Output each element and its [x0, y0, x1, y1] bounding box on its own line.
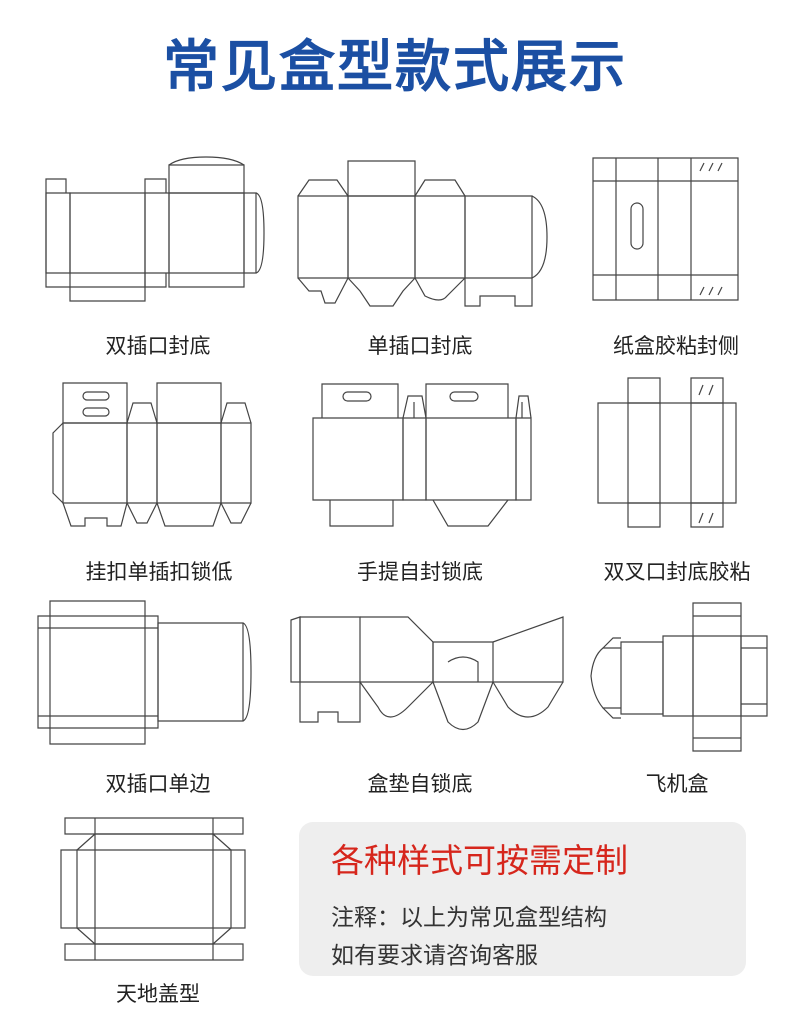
note-headline: 各种样式可按需定制	[331, 841, 628, 880]
box-diagram-double-tuck-bottom	[40, 155, 265, 310]
box-label: 手提自封锁底	[357, 560, 483, 584]
note-line-2: 如有要求请咨询客服	[331, 943, 538, 969]
custom-note-panel: 各种样式可按需定制 注释：以上为常见盒型结构 如有要求请咨询客服	[299, 822, 746, 976]
box-label: 盒垫自锁底	[367, 772, 473, 796]
box-diagram-hang-tab-lock-bottom	[45, 378, 260, 530]
note-line-1: 注释：以上为常见盒型结构	[331, 905, 607, 931]
box-label: 天地盖型	[116, 982, 200, 1006]
box-label: 双叉口封底胶粘	[603, 560, 751, 584]
box-label: 单插口封底	[367, 334, 473, 358]
box-diagram-lid-and-base	[55, 812, 250, 972]
box-label: 双插口封底	[105, 334, 211, 358]
box-label: 双插口单边	[105, 772, 211, 796]
box-diagram-double-fork-glued	[595, 375, 740, 530]
box-label: 纸盒胶粘封侧	[613, 334, 739, 358]
box-diagram-double-tuck-single-side	[35, 598, 255, 748]
box-diagram-handle-auto-lock	[308, 378, 538, 530]
page-title: 常见盒型款式展示	[163, 35, 627, 100]
box-diagram-airplane-box	[585, 600, 770, 755]
box-label: 挂扣单插扣锁低	[85, 560, 233, 584]
box-diagram-box-pad-auto-lock	[288, 612, 568, 737]
box-label: 飞机盒	[645, 772, 709, 796]
box-diagram-single-tuck-bottom	[295, 158, 550, 308]
box-diagram-glued-side	[588, 155, 748, 305]
